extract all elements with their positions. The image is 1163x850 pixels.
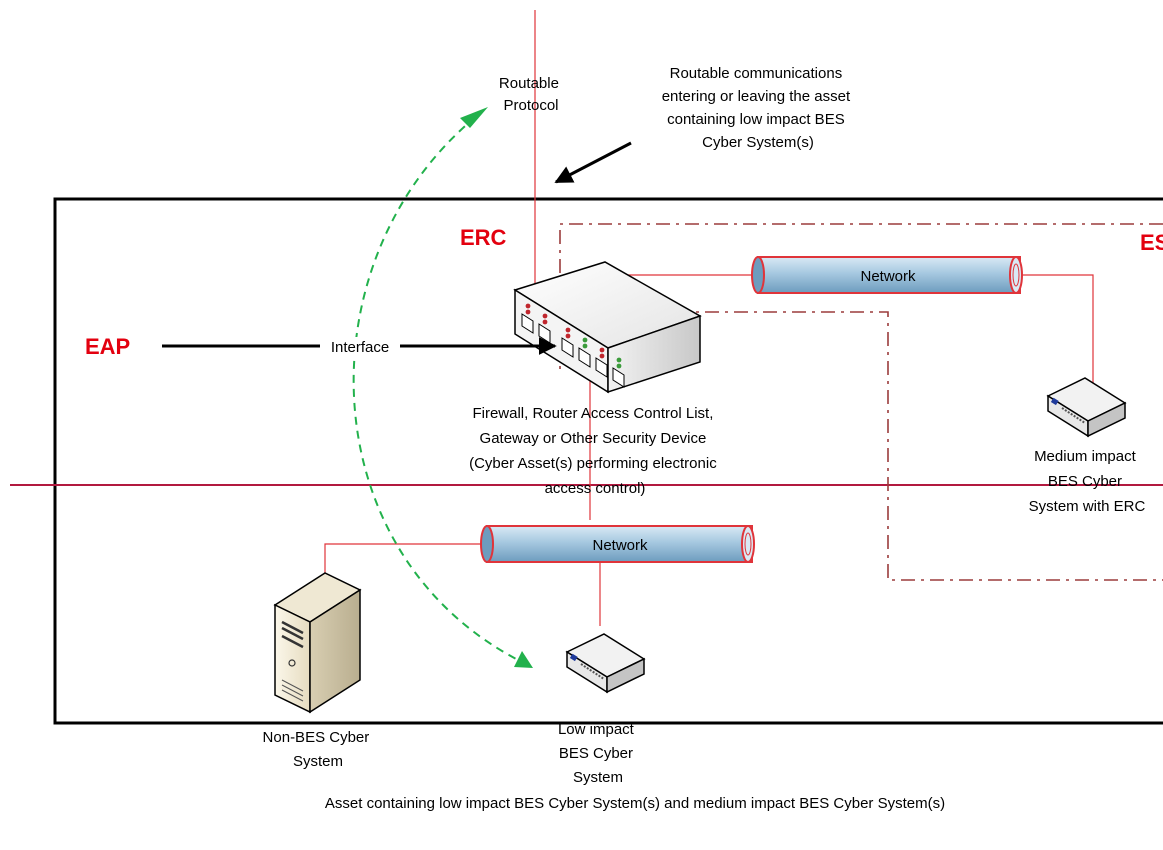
green-arrowhead-top [460,107,488,128]
routable-protocol-label: Routable Protocol [499,75,563,114]
green-arrowhead-bottom [514,651,533,668]
low-impact-device-icon [565,633,646,694]
connector-lines [324,274,1094,626]
callout-arrow [554,141,632,184]
server-tower-icon [273,572,362,714]
eap-label: EAP [85,334,130,359]
firewall-label: Firewall, Router Access Control List, Ga… [469,405,721,497]
caption: Asset containing low impact BES Cyber Sy… [325,795,945,812]
routable-comms-label: Routable communications entering or leav… [662,65,855,151]
erc-label: ERC [460,225,507,250]
medium-impact-device-icon [1046,377,1127,438]
low-impact-label: Low impact BES Cyber System [558,721,638,786]
network-label-lower: Network [592,537,648,554]
interface-label: Interface [331,339,389,356]
non-bes-label: Non-BES Cyber System [263,729,374,770]
asset-boundary [53,197,1163,725]
esp-label: ES [1140,230,1163,255]
network-pipe-upper [751,256,1023,294]
network-pipe-lower [480,525,755,563]
firewall-switch-icon [513,261,702,394]
network-label-upper: Network [860,268,916,285]
medium-impact-label: Medium impact BES Cyber System with ERC [1029,448,1146,515]
routable-path-arrow [352,114,529,666]
